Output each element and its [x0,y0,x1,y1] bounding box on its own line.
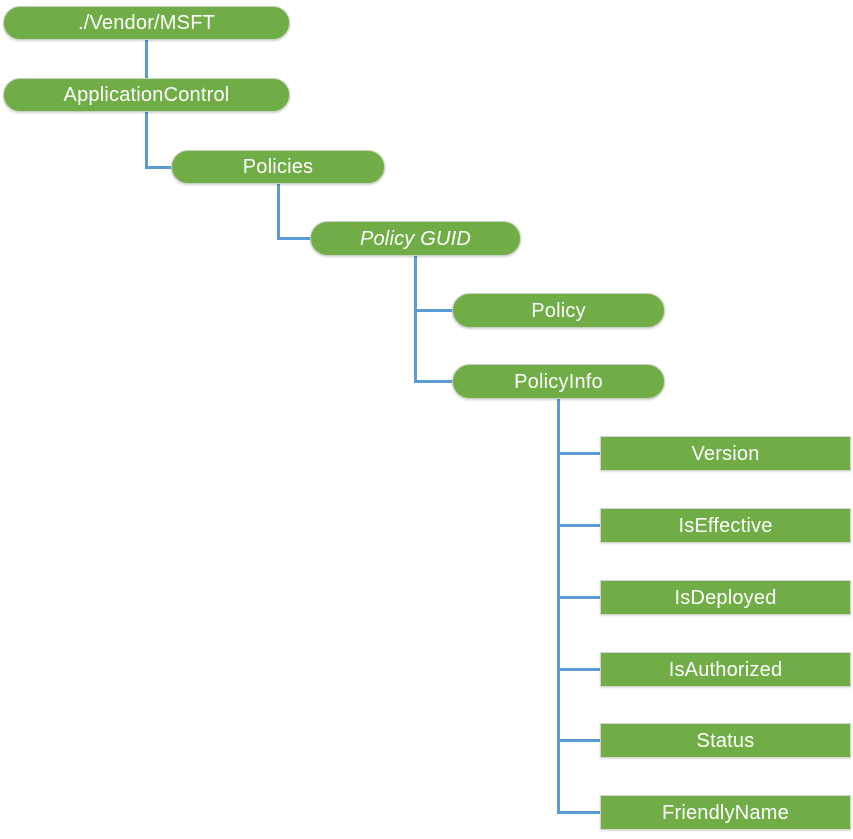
connector-policy-guid-to-policy-info [414,255,417,383]
node-label-is-effective: IsEffective [678,514,773,537]
node-policy-guid: Policy GUID [310,221,521,256]
node-label-is-authorized: IsAuthorized [668,658,783,681]
node-label-version: Version [691,442,760,465]
connector-policy-info-to-is-authorized [557,668,602,671]
node-label-policies: Policies [242,156,314,178]
connector-policy-info-to-is-deployed [557,596,602,599]
connector-application-control-to-policies [145,165,173,169]
connector-application-control-to-policies [145,111,148,169]
node-vendor-msft: ./Vendor/MSFT [3,6,290,40]
node-status: Status [600,723,851,758]
node-policy-info: PolicyInfo [452,364,665,399]
node-policies: Policies [171,150,385,184]
node-label-policy-info: PolicyInfo [514,370,603,393]
connector-policies-to-policy-guid [276,183,280,240]
connector-policy-info-to-is-effective [557,524,602,527]
connector-policy-info-to-friendly-name [557,811,602,814]
node-label-status: Status [696,729,755,752]
node-label-application-control: ApplicationControl [63,84,230,106]
connector-vendor-msft-to-application-control [145,39,148,79]
connector-policy-info-to-version [557,452,602,455]
node-label-vendor-msft: ./Vendor/MSFT [77,12,216,34]
connector-policy-info-to-status [557,739,602,742]
connector-policies-to-policy-guid [276,237,312,240]
node-friendly-name: FriendlyName [600,795,851,830]
node-label-policy: Policy [531,299,586,322]
node-version: Version [600,436,851,471]
connector-policy-info-to-friendly-name [557,398,560,814]
node-policy: Policy [452,293,665,328]
node-is-deployed: IsDeployed [600,580,851,615]
node-label-friendly-name: FriendlyName [662,801,789,824]
node-is-effective: IsEffective [600,508,851,543]
node-is-authorized: IsAuthorized [600,652,851,687]
connector-policy-guid-to-policy-info [414,380,454,383]
connector-policy-guid-to-policy [414,309,454,312]
node-label-is-deployed: IsDeployed [674,586,777,609]
node-label-policy-guid: Policy GUID [359,227,472,250]
node-application-control: ApplicationControl [3,78,290,112]
